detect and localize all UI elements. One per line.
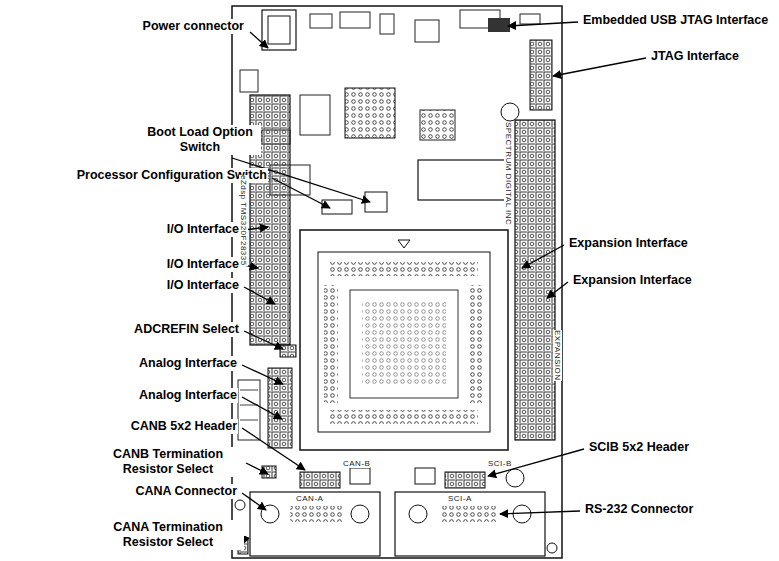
- callout-label: I/O Interface: [166, 278, 240, 293]
- silkscreen-text: eZdsp TMS320F28335: [239, 175, 248, 266]
- callout-label: Expansion Interface: [572, 273, 693, 288]
- callout-label: CANA Connector: [134, 484, 238, 499]
- callout-label: Analog Interface: [138, 388, 238, 403]
- silkscreen-text: EXPANSION: [553, 330, 562, 381]
- silkscreen-text: SCI-B: [488, 459, 512, 468]
- callout-label: I/O Interface: [166, 222, 240, 237]
- callout-label: CANA Termination Resistor Select: [92, 520, 244, 550]
- callout-label: I/O Interface: [166, 257, 240, 272]
- callout-label: Boot Load Option Switch: [139, 125, 261, 155]
- silkscreen-text: CAN-A: [296, 494, 323, 503]
- callout-label: CANB 5x2 Header: [130, 419, 238, 434]
- silkscreen-text: SPECTRUM DIGITAL INC: [504, 122, 513, 225]
- silkscreen-text: CAN-B: [343, 459, 370, 468]
- callout-label: CANB Termination Resistor Select: [92, 447, 244, 477]
- callout-label: JTAG Interface: [650, 49, 740, 64]
- callout-label: Expansion Interface: [568, 236, 689, 251]
- callout-label: SCIB 5x2 Header: [588, 440, 690, 455]
- callout-label: Power connector: [142, 19, 245, 34]
- callout-label: Embedded USB JTAG Interface: [582, 13, 769, 28]
- silkscreen-text: SCI-A: [448, 494, 472, 503]
- callout-label: Analog Interface: [138, 356, 238, 371]
- callout-label: RS-232 Connector: [584, 502, 694, 517]
- callout-label: ADCREFIN Select: [133, 322, 240, 337]
